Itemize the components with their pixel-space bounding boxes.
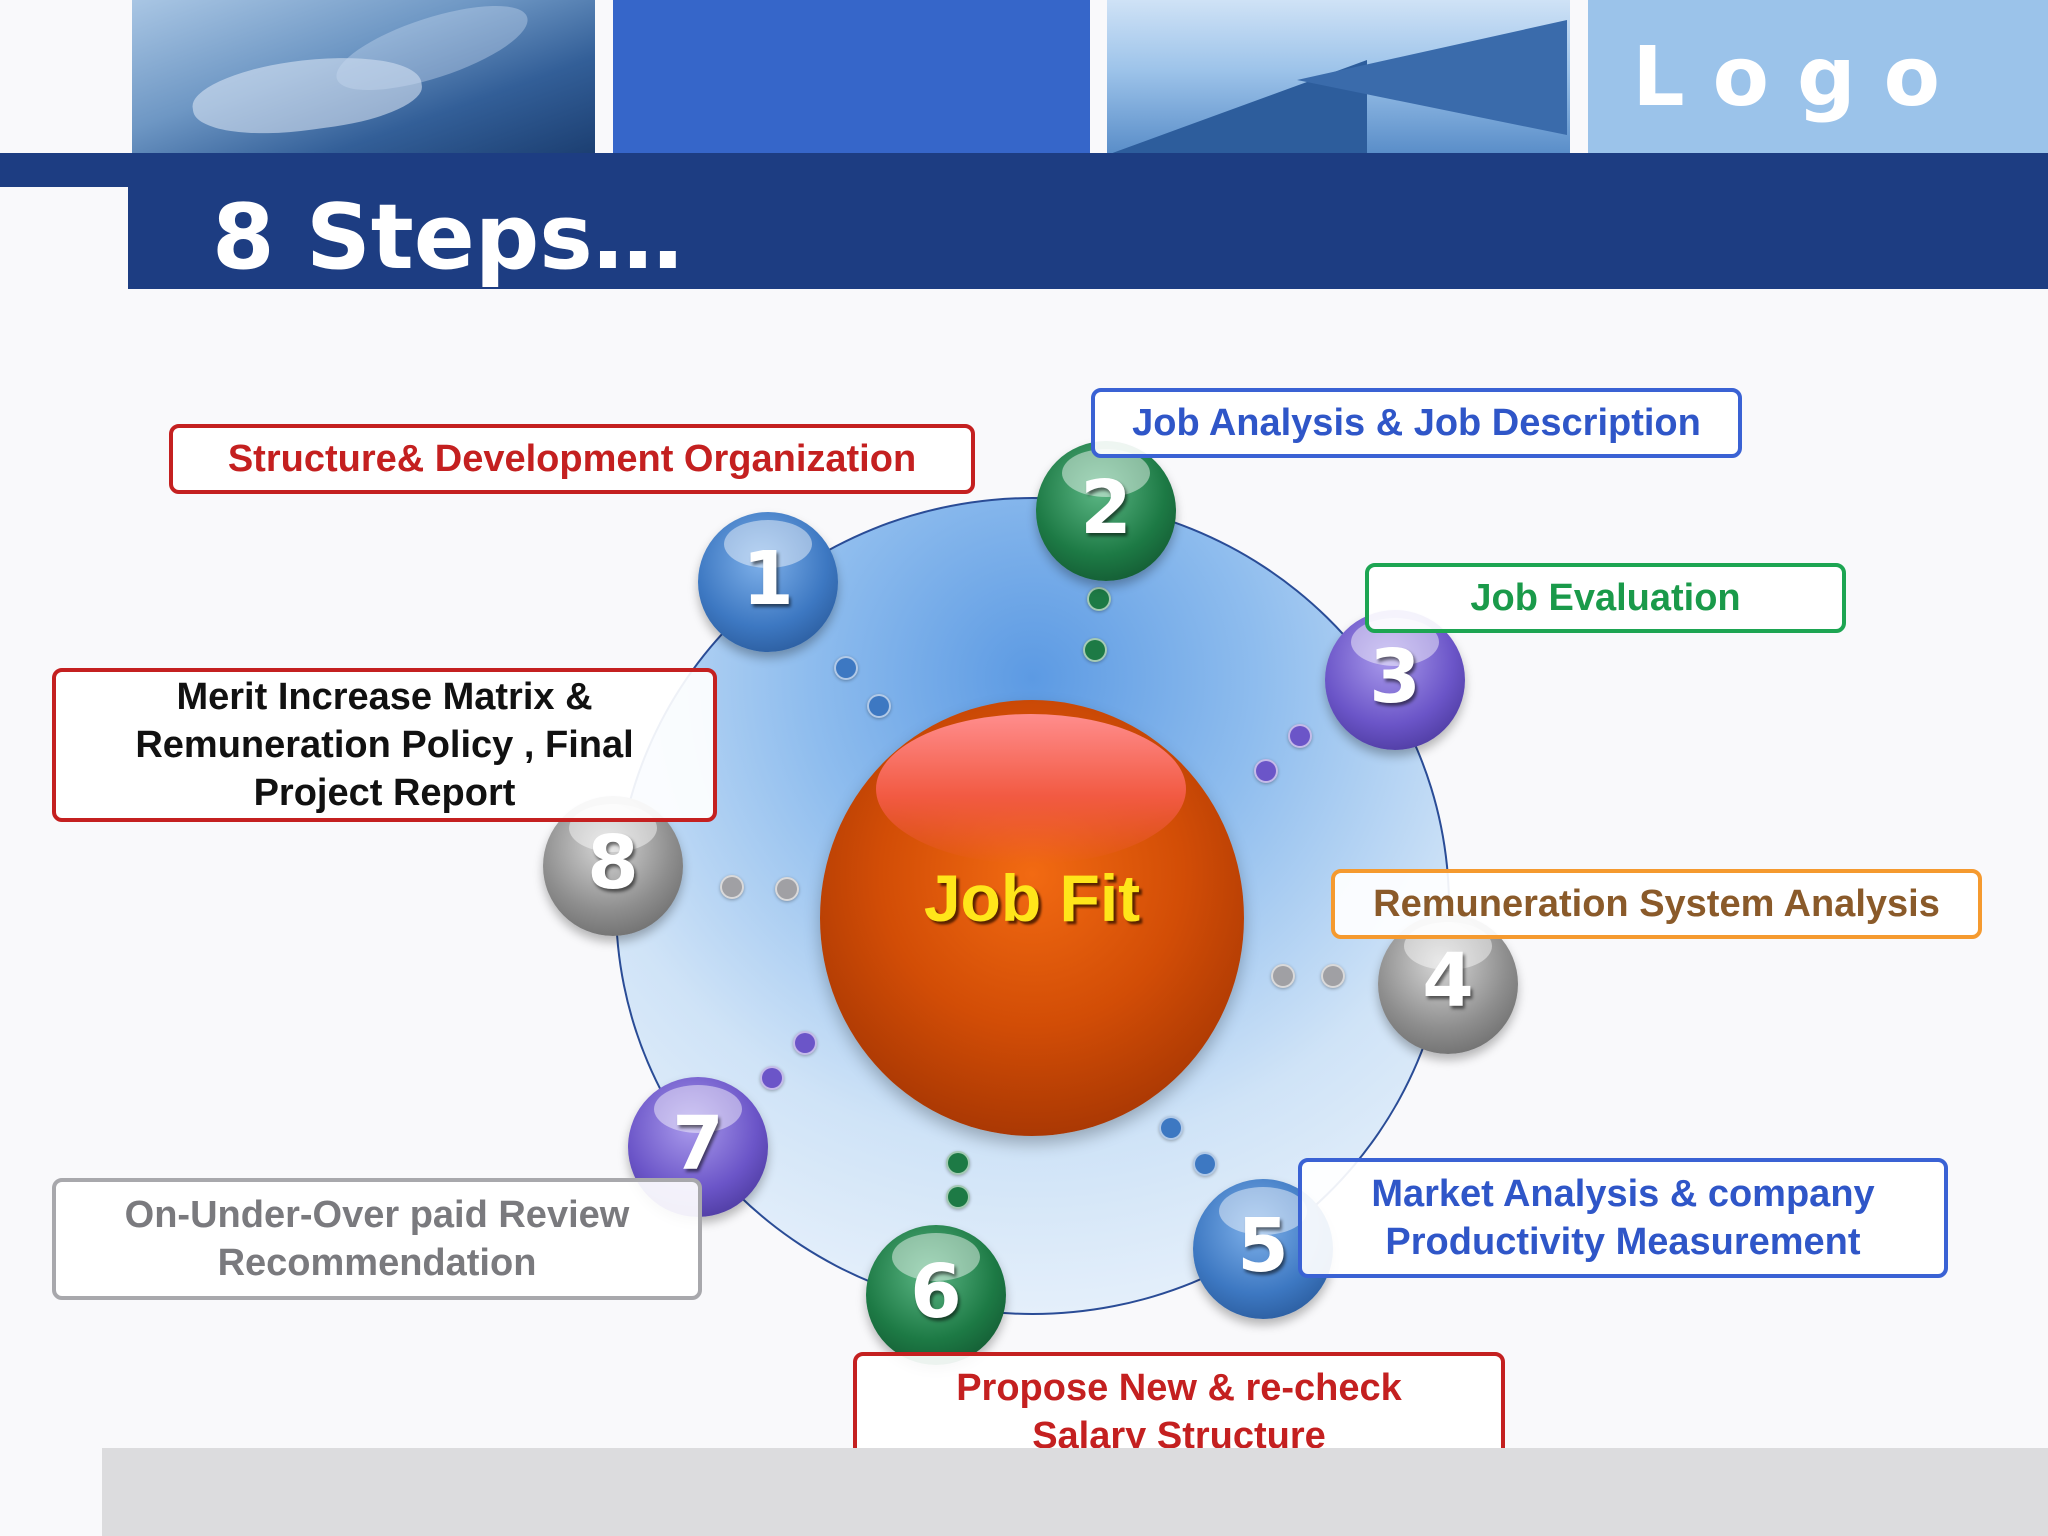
- connector-dot-6a: [946, 1151, 970, 1175]
- logo-text: Logo: [1632, 30, 1968, 125]
- step-6-sphere: 6: [866, 1225, 1006, 1365]
- step-2-sphere: 2: [1036, 441, 1176, 581]
- connector-dot-6b: [946, 1185, 970, 1209]
- step-7-label-box: On-Under-Over paid Review Recommendation: [52, 1178, 702, 1300]
- title-band: 8 Steps…: [128, 187, 2048, 289]
- step-1-label-box: Structure& Development Organization: [169, 424, 975, 494]
- page-title: 8 Steps…: [212, 185, 683, 290]
- connector-dot-4a: [1271, 964, 1295, 988]
- step-8-label-box: Merit Increase Matrix & Remuneration Pol…: [52, 668, 717, 822]
- connector-dot-2a: [1087, 587, 1111, 611]
- step-6-label: Propose New & re-check Salary Structure: [956, 1367, 1402, 1457]
- step-2-number: 2: [1080, 465, 1132, 551]
- step-3-number: 3: [1369, 634, 1421, 720]
- center-sphere-gloss: [876, 714, 1186, 864]
- center-label: Job Fit: [923, 861, 1141, 935]
- step-3-label: Job Evaluation: [1470, 577, 1741, 619]
- connector-dot-4b: [1321, 964, 1345, 988]
- step-8-label: Merit Increase Matrix & Remuneration Pol…: [135, 676, 634, 814]
- header-photo-building: [1107, 0, 1570, 153]
- step-6-number: 6: [910, 1249, 962, 1335]
- connector-dot-7b: [760, 1066, 784, 1090]
- footer-bar: [102, 1448, 2048, 1536]
- header-photo-hands: [132, 0, 595, 153]
- connector-dot-7a: [793, 1031, 817, 1055]
- connector-dot-1b: [867, 694, 891, 718]
- step-2-label-box: Job Analysis & Job Description: [1091, 388, 1742, 458]
- step-2-label: Job Analysis & Job Description: [1132, 402, 1701, 444]
- step-7-number: 7: [672, 1101, 724, 1187]
- step-5-label-box: Market Analysis & company Productivity M…: [1298, 1158, 1948, 1278]
- connector-dot-3a: [1288, 724, 1312, 748]
- step-1-number: 1: [742, 536, 794, 622]
- connector-dot-8b: [775, 877, 799, 901]
- step-1-label: Structure& Development Organization: [227, 438, 917, 480]
- step-4-label-box: Remuneration System Analysis: [1331, 869, 1982, 939]
- connector-dot-3b: [1254, 759, 1278, 783]
- step-4-number: 4: [1422, 938, 1474, 1024]
- step-8-number: 8: [587, 820, 639, 906]
- connector-dot-5b: [1193, 1152, 1217, 1176]
- step-4-label: Remuneration System Analysis: [1373, 883, 1940, 925]
- center-sphere: Job Fit: [820, 700, 1244, 1136]
- step-5-label: Market Analysis & company Productivity M…: [1371, 1173, 1875, 1263]
- step-3-label-box: Job Evaluation: [1365, 563, 1846, 633]
- connector-dot-5a: [1159, 1116, 1183, 1140]
- connector-dot-2b: [1083, 638, 1107, 662]
- header-color-block: [613, 0, 1090, 153]
- logo-area: Logo: [1588, 0, 2048, 153]
- step-5-number: 5: [1237, 1203, 1289, 1289]
- connector-dot-8a: [720, 875, 744, 899]
- step-1-sphere: 1: [698, 512, 838, 652]
- header-band: [0, 153, 2048, 187]
- connector-dot-1a: [834, 656, 858, 680]
- step-7-label: On-Under-Over paid Review Recommendation: [124, 1194, 630, 1284]
